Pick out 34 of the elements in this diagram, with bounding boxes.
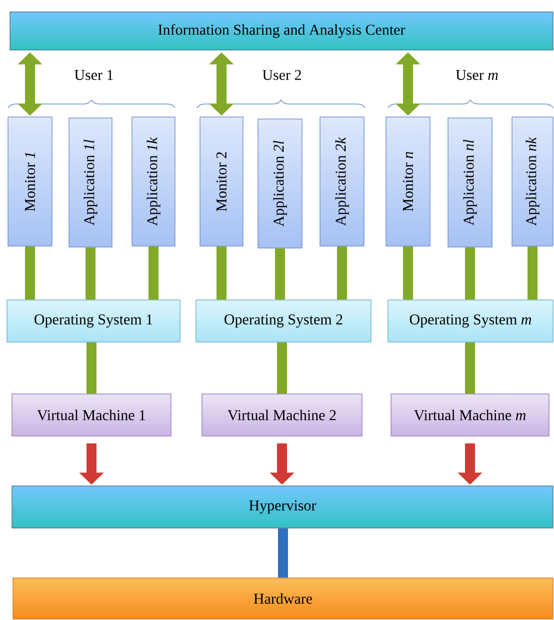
connector-bar bbox=[277, 342, 287, 394]
os-box: Operating System 1 bbox=[6, 300, 180, 342]
connector-bar bbox=[465, 342, 475, 394]
user-label: User 1 bbox=[74, 70, 113, 80]
component-box: Application 1l bbox=[68, 118, 112, 248]
connector-bar bbox=[528, 246, 538, 300]
component-box: Monitor 2 bbox=[200, 116, 244, 246]
connector-bar bbox=[86, 342, 96, 394]
connector-bar bbox=[465, 247, 475, 300]
component-box: Monitor 1 bbox=[8, 116, 52, 246]
component-box: Monitor n bbox=[386, 116, 430, 246]
vm-box: Virtual Machine m bbox=[390, 394, 550, 436]
connector-bar bbox=[86, 247, 96, 300]
component-box: Application 2k bbox=[320, 116, 364, 246]
hardware-band: Hardware bbox=[12, 578, 554, 620]
connector-bar bbox=[337, 246, 347, 300]
user-label: User 2 bbox=[262, 70, 301, 80]
component-box: Application 1k bbox=[132, 116, 176, 246]
user-label: User m bbox=[456, 70, 498, 80]
connector-bar bbox=[148, 246, 158, 300]
connector-bar bbox=[403, 246, 413, 300]
os-box: Operating System 2 bbox=[196, 300, 372, 342]
connector-bar bbox=[25, 246, 35, 300]
connector-bar bbox=[216, 246, 226, 300]
component-box: Application nk bbox=[512, 116, 554, 246]
os-box: Operating System m bbox=[388, 300, 554, 342]
vm-box: Virtual Machine 2 bbox=[202, 394, 362, 436]
band: Hypervisor bbox=[12, 486, 554, 528]
component-box: Application nl bbox=[448, 118, 492, 248]
connector-bar bbox=[275, 248, 285, 300]
band: Information Sharing and Analysis Center bbox=[10, 12, 554, 50]
connector-bar bbox=[278, 528, 288, 578]
vm-box: Virtual Machine 1 bbox=[12, 394, 172, 436]
component-box: Application 2l bbox=[258, 118, 302, 248]
